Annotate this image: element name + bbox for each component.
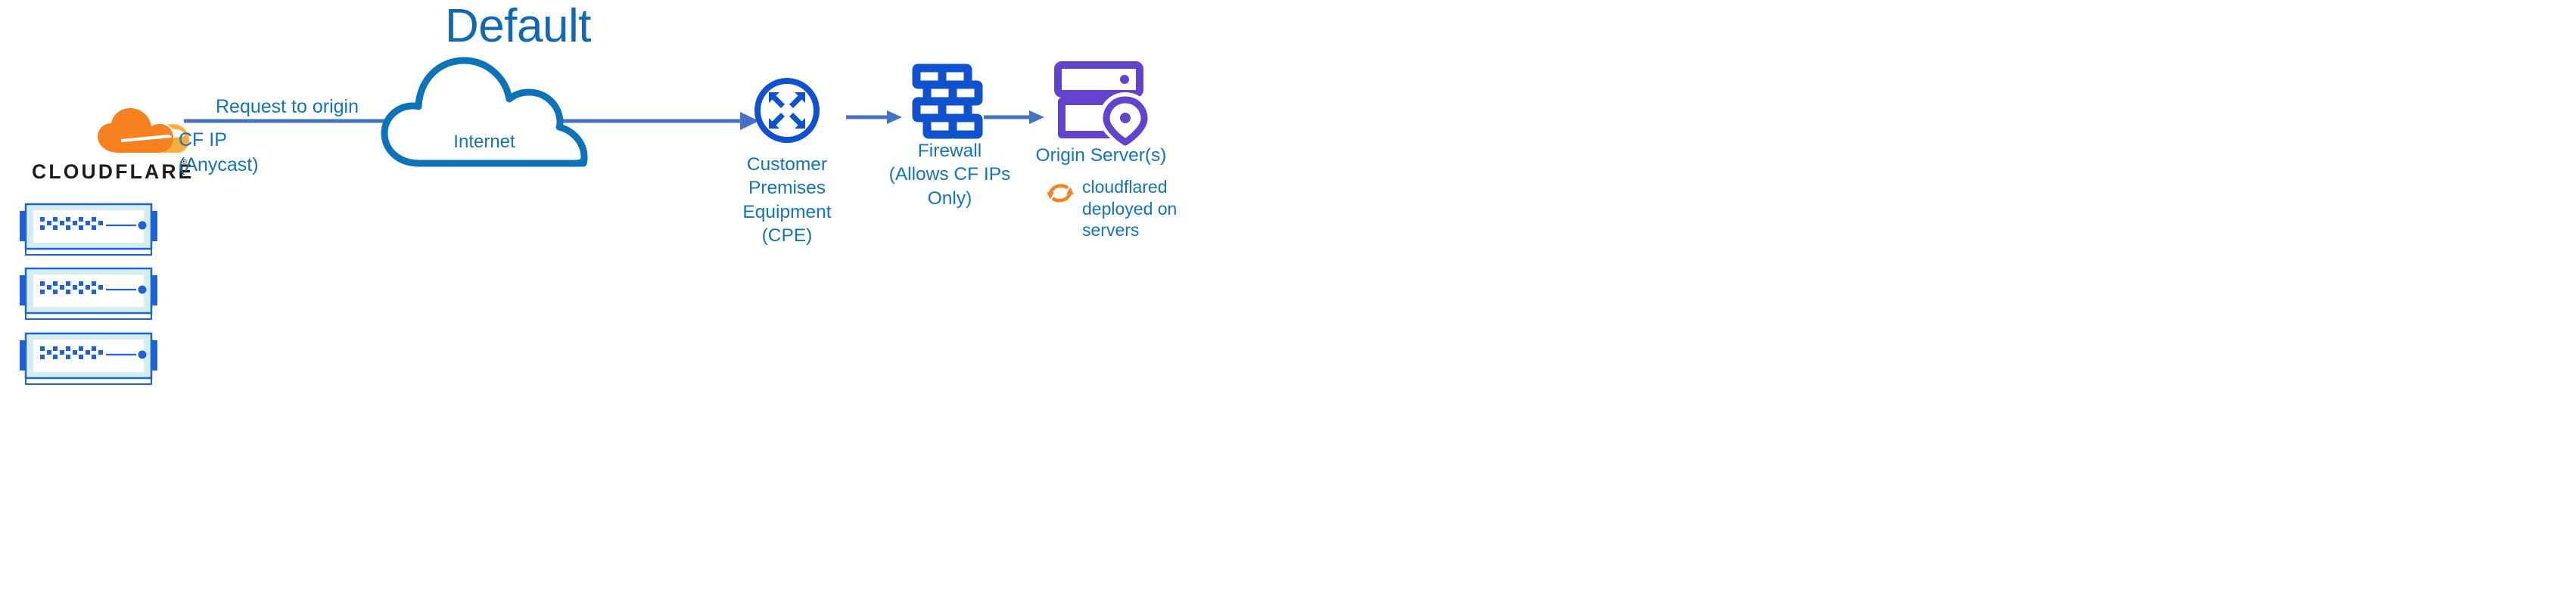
node-firewall: Firewall (Allows CF IPs Only) [885,62,1014,210]
cloudflare-wordmark: CLOUDFLARE [32,160,194,183]
node-label-firewall: Firewall (Allows CF IPs Only) [888,141,1011,209]
brick-wall-firewall-icon [885,62,1014,139]
registered-trademark-mark: ® [182,158,188,166]
internet-label: Internet [453,132,515,152]
network-switch-icon [17,266,160,321]
page-title: Default [445,0,591,52]
cloudflare-cloud-logo-icon [95,106,189,157]
cf-ip-anycast-label: CF IP (Anycast) [179,129,259,175]
right-arrow-icon [846,108,902,126]
server-rack-location-pin-icon [1029,60,1173,149]
node-label-origin: Origin Server(s) [1035,145,1167,166]
request-to-origin-label: Request to origin [216,96,359,117]
router-circle-arrows-icon [726,76,848,145]
node-origin-servers: Origin Server(s) [1029,60,1173,167]
internet-cloud-node: Internet [378,50,590,171]
cloudflared-note: cloudflared deployed on servers [1045,176,1178,241]
network-switch-icon [17,202,160,256]
right-arrow-icon [984,108,1044,126]
cloudflare-brand-lockup: CLOUDFLARE ® [32,106,191,200]
cloud-outline-icon [381,57,588,167]
network-switch-icon [17,331,160,386]
node-customer-premises-equipment: Customer Premises Equipment (CPE) [726,76,848,247]
cloudflared-description: cloudflared deployed on servers [1082,177,1178,240]
node-label-cpe: Customer Premises Equipment (CPE) [742,154,832,247]
circular-sync-arrows-icon [1045,178,1075,208]
